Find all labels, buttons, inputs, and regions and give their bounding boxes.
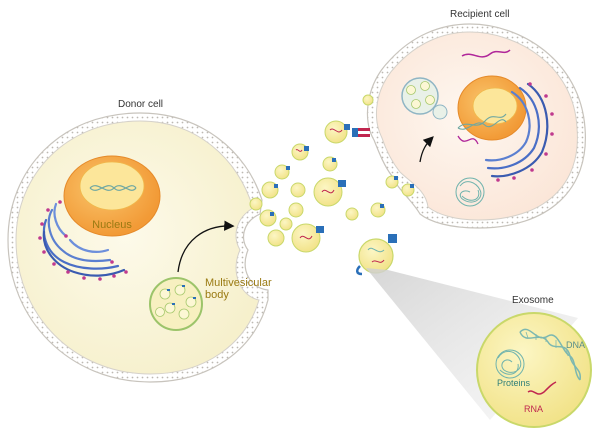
released-exosomes xyxy=(249,94,415,253)
translation-strand xyxy=(457,135,479,145)
ribosome-dots xyxy=(38,200,128,281)
recipient-endosome xyxy=(401,77,448,120)
donor-nucleus: Nucleus xyxy=(63,155,161,237)
mvb-label-line1: Multivesicular xyxy=(205,277,272,289)
nucleus-label: Nucleus xyxy=(92,219,132,231)
mrna-strand xyxy=(461,49,511,58)
proteins-icon xyxy=(495,349,525,379)
recipient-cell-label: Recipient cell xyxy=(450,9,509,20)
rna-icon xyxy=(527,381,557,395)
uptake-arrow xyxy=(419,136,434,163)
endoplasmic-reticulum xyxy=(42,202,126,277)
membrane-receptor xyxy=(352,128,370,137)
zoom-cone xyxy=(366,268,578,420)
secretion-arrow xyxy=(177,220,235,273)
highlighted-exosome xyxy=(356,234,397,276)
exosome-label: Exosome xyxy=(512,295,554,306)
exosome-detail: DNA Proteins RNA xyxy=(476,312,592,428)
dna-label: DNA xyxy=(566,340,585,350)
multivesicular-body: Multivesicular body xyxy=(149,277,272,331)
dna-helix-icon xyxy=(89,185,137,191)
donor-cell-label: Donor cell xyxy=(118,99,163,110)
recipient-er xyxy=(484,82,549,178)
proteins-label: Proteins xyxy=(497,378,531,388)
recipient-nucleus xyxy=(457,75,527,141)
protein-cluster xyxy=(455,177,485,207)
rna-label: RNA xyxy=(524,404,543,414)
mvb-label-line2: body xyxy=(205,289,229,301)
